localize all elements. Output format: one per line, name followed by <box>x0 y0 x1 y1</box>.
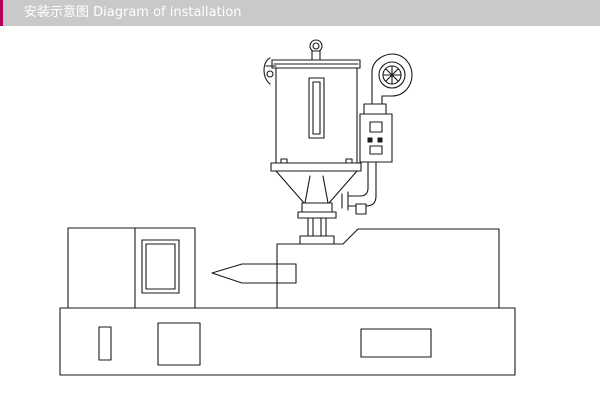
lid-clamp <box>263 57 271 85</box>
hopper-flange <box>270 162 362 172</box>
page-title: 安装示意图 Diagram of installation <box>24 5 242 20</box>
base-slot-left <box>98 326 112 361</box>
hopper-mount <box>297 211 337 245</box>
clamping-unit <box>67 227 196 309</box>
header-accent <box>0 0 3 26</box>
base-panel-right <box>360 328 432 358</box>
clamp-window <box>141 239 180 294</box>
blower-fan <box>363 53 413 115</box>
air-duct <box>341 161 377 215</box>
machine-base <box>59 307 516 376</box>
control-display <box>369 121 383 133</box>
duct-elbow-box <box>355 203 367 215</box>
hopper-cone <box>275 170 358 204</box>
lift-ring <box>309 39 323 53</box>
diagram-svg <box>59 39 516 376</box>
sight-glass <box>308 77 325 139</box>
hopper-dryer <box>263 39 362 213</box>
installation-diagram <box>0 26 600 400</box>
control-switch <box>369 145 383 155</box>
control-box <box>359 113 393 163</box>
fan-ring <box>378 61 406 89</box>
injection-unit <box>211 228 500 309</box>
nozzle <box>211 263 297 284</box>
base-panel-square <box>157 322 201 366</box>
header-bar: 安装示意图 Diagram of installation <box>0 0 600 26</box>
